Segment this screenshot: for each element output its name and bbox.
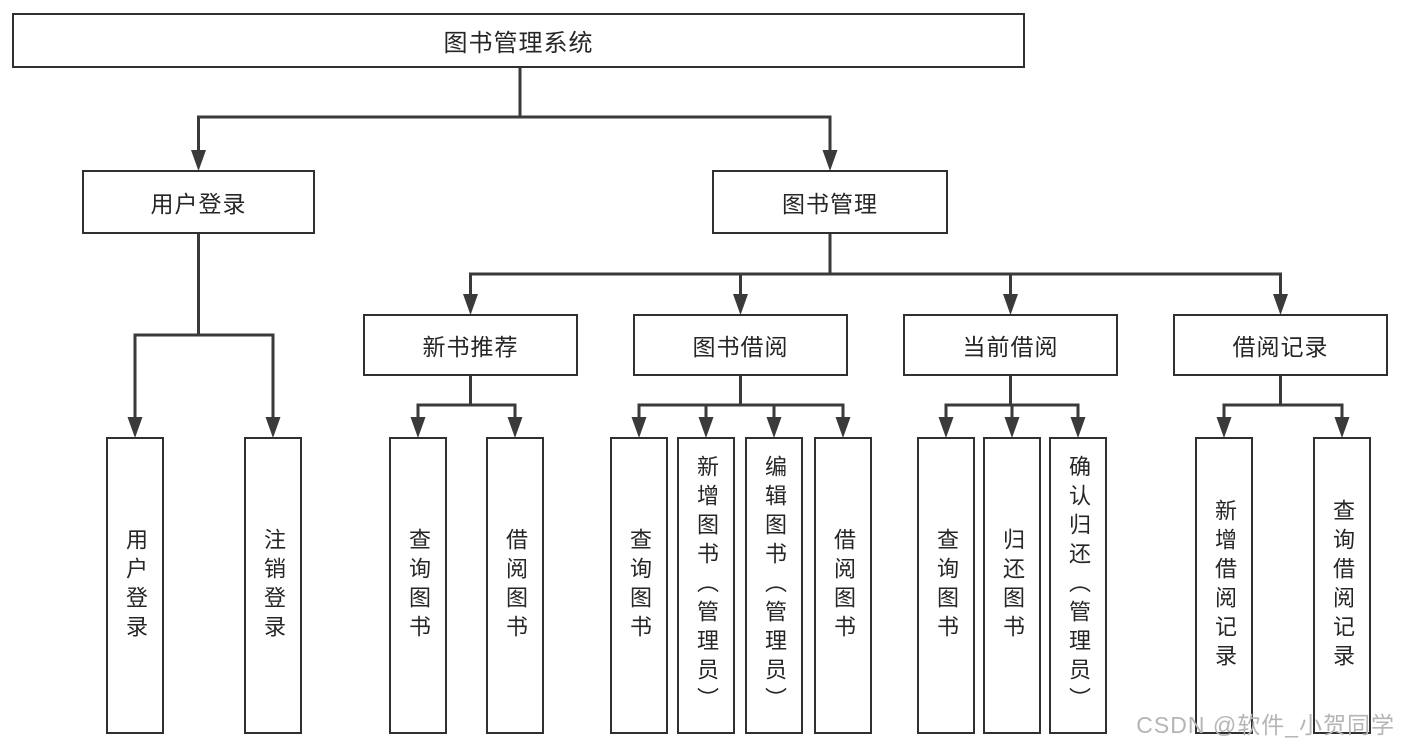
arrowhead-icon xyxy=(766,417,782,438)
leaf-logout: 注销登录 xyxy=(244,437,302,734)
node-borrow-records: 借阅记录 xyxy=(1173,314,1388,376)
leaf-query-borrow-record: 查询借阅记录 xyxy=(1313,437,1371,734)
leaf-add-borrow-record: 新增借阅记录 xyxy=(1195,437,1253,734)
connector-line xyxy=(133,232,275,422)
node-current-borrow: 当前借阅 xyxy=(903,314,1118,376)
arrowhead-icon xyxy=(1273,294,1288,315)
arrowhead-icon xyxy=(698,417,714,438)
arrowhead-icon xyxy=(1070,417,1086,438)
connector-line xyxy=(944,374,1080,422)
connector-line xyxy=(1222,374,1344,422)
leaf-confirm-return: 确认归还（管理员） xyxy=(1049,437,1107,734)
leaf-borrow-books-2: 借阅图书 xyxy=(814,437,872,734)
arrowhead-icon xyxy=(1003,294,1018,315)
node-book-management: 图书管理 xyxy=(712,170,948,234)
node-book-borrow: 图书借阅 xyxy=(633,314,848,376)
connector-line xyxy=(416,374,517,422)
arrowhead-icon xyxy=(938,417,954,438)
leaf-add-book-admin: 新增图书（管理员） xyxy=(677,437,735,734)
arrowhead-icon xyxy=(1004,417,1020,438)
leaf-edit-book-admin: 编辑图书（管理员） xyxy=(745,437,803,734)
connector-line xyxy=(469,232,1282,299)
leaf-borrow-books-1: 借阅图书 xyxy=(486,437,544,734)
arrowhead-icon xyxy=(822,150,838,171)
arrowhead-icon xyxy=(507,417,523,438)
arrowhead-icon xyxy=(410,417,426,438)
node-user-login: 用户登录 xyxy=(82,170,315,234)
leaf-query-books-3: 查询图书 xyxy=(917,437,975,734)
arrowhead-icon xyxy=(265,417,281,438)
leaf-query-books-1: 查询图书 xyxy=(389,437,447,734)
connector-line xyxy=(637,374,845,422)
arrowhead-icon xyxy=(1216,417,1232,438)
connector-line xyxy=(197,66,832,155)
arrowhead-icon xyxy=(127,417,143,438)
leaf-query-books-2: 查询图书 xyxy=(610,437,668,734)
arrowhead-icon xyxy=(1334,417,1350,438)
arrowhead-icon xyxy=(631,417,647,438)
arrowhead-icon xyxy=(191,150,206,171)
arrowhead-icon xyxy=(463,294,478,315)
node-root: 图书管理系统 xyxy=(12,13,1025,68)
leaf-return-book: 归还图书 xyxy=(983,437,1041,734)
leaf-user-login: 用户登录 xyxy=(106,437,164,734)
arrowhead-icon xyxy=(733,294,748,315)
node-new-book-recommend: 新书推荐 xyxy=(363,314,578,376)
arrowhead-icon xyxy=(835,417,851,438)
